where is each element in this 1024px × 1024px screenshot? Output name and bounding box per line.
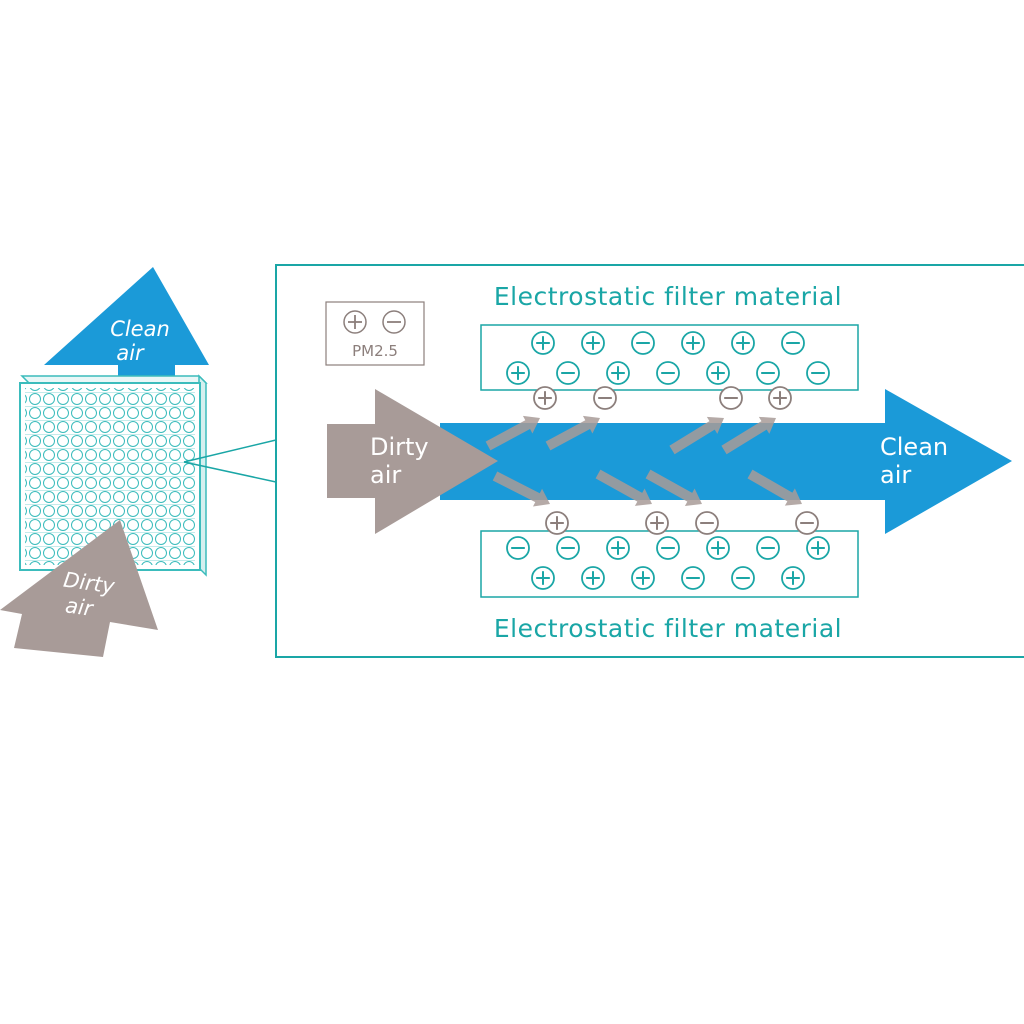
air-word-dirty: air [64,593,96,621]
filter-unit: Clean air Dirty air [0,267,277,657]
captured-particle-plus-icon [533,386,557,410]
clean-air-word-detail: Clean [880,433,948,461]
bottom-charge-plus-icon [806,536,830,560]
particle-streaks [485,415,802,507]
bottom-charge-minus-icon [556,536,580,560]
dirty-air-word-detail: Dirty [370,433,429,461]
captured-particle-plus-icon [545,511,569,535]
particle-streak [595,469,652,506]
callout-lines [183,439,277,483]
particle-streak [669,416,724,455]
bottom-charge-plus-icon [581,566,605,590]
air-word-dirty-detail: air [370,461,401,489]
top-charge-plus-icon [506,361,530,385]
top-charge-plus-icon [681,331,705,355]
bottom-filter-charges [506,536,830,590]
top-filter-charges [506,331,830,385]
captured-particle-plus-icon [645,511,669,535]
captured-particle-plus-icon [768,386,792,410]
top-charge-minus-icon [631,331,655,355]
top-charge-minus-icon [756,361,780,385]
top-charge-plus-icon [731,331,755,355]
particle-streak [721,416,776,455]
bottom-charge-plus-icon [706,536,730,560]
air-word: air [116,341,145,365]
top-charge-plus-icon [606,361,630,385]
top-charge-plus-icon [706,361,730,385]
bottom-charge-minus-icon [506,536,530,560]
particle-streak [492,471,550,507]
detail-panel: PM2.5 Electrostatic filter material Elec… [275,264,1024,658]
captured-particle-minus-icon [795,511,819,535]
captured-particle-minus-icon [593,386,617,410]
bottom-charge-plus-icon [606,536,630,560]
bottom-charge-plus-icon [781,566,805,590]
clean-air-word: Clean [110,317,170,341]
clean-air-up-arrow: Clean air [44,267,209,392]
top-charge-plus-icon [581,331,605,355]
particle-streak [485,415,540,451]
air-word-detail: air [880,461,911,489]
bottom-charge-minus-icon [731,566,755,590]
bottom-material-label: Electrostatic filter material [494,614,842,643]
top-charge-minus-icon [656,361,680,385]
particle-streak [645,469,702,506]
dirty-air-arrow: Dirty air [327,389,498,534]
top-charge-plus-icon [531,331,555,355]
legend-label: PM2.5 [352,342,398,360]
bottom-charge-plus-icon [631,566,655,590]
bottom-charge-plus-icon [531,566,555,590]
bottom-charge-minus-icon [656,536,680,560]
captured-particle-minus-icon [719,386,743,410]
bottom-charge-minus-icon [756,536,780,560]
top-charge-minus-icon [806,361,830,385]
particle-streak [747,469,802,506]
dirty-air-in-arrow: Dirty air [0,520,158,657]
top-material-label: Electrostatic filter material [494,282,842,311]
particle-streak [545,415,600,451]
pm25-legend: PM2.5 [325,301,425,366]
captured-particles [533,386,819,535]
captured-particle-minus-icon [695,511,719,535]
bottom-charge-minus-icon [681,566,705,590]
top-charge-minus-icon [781,331,805,355]
top-charge-minus-icon [556,361,580,385]
